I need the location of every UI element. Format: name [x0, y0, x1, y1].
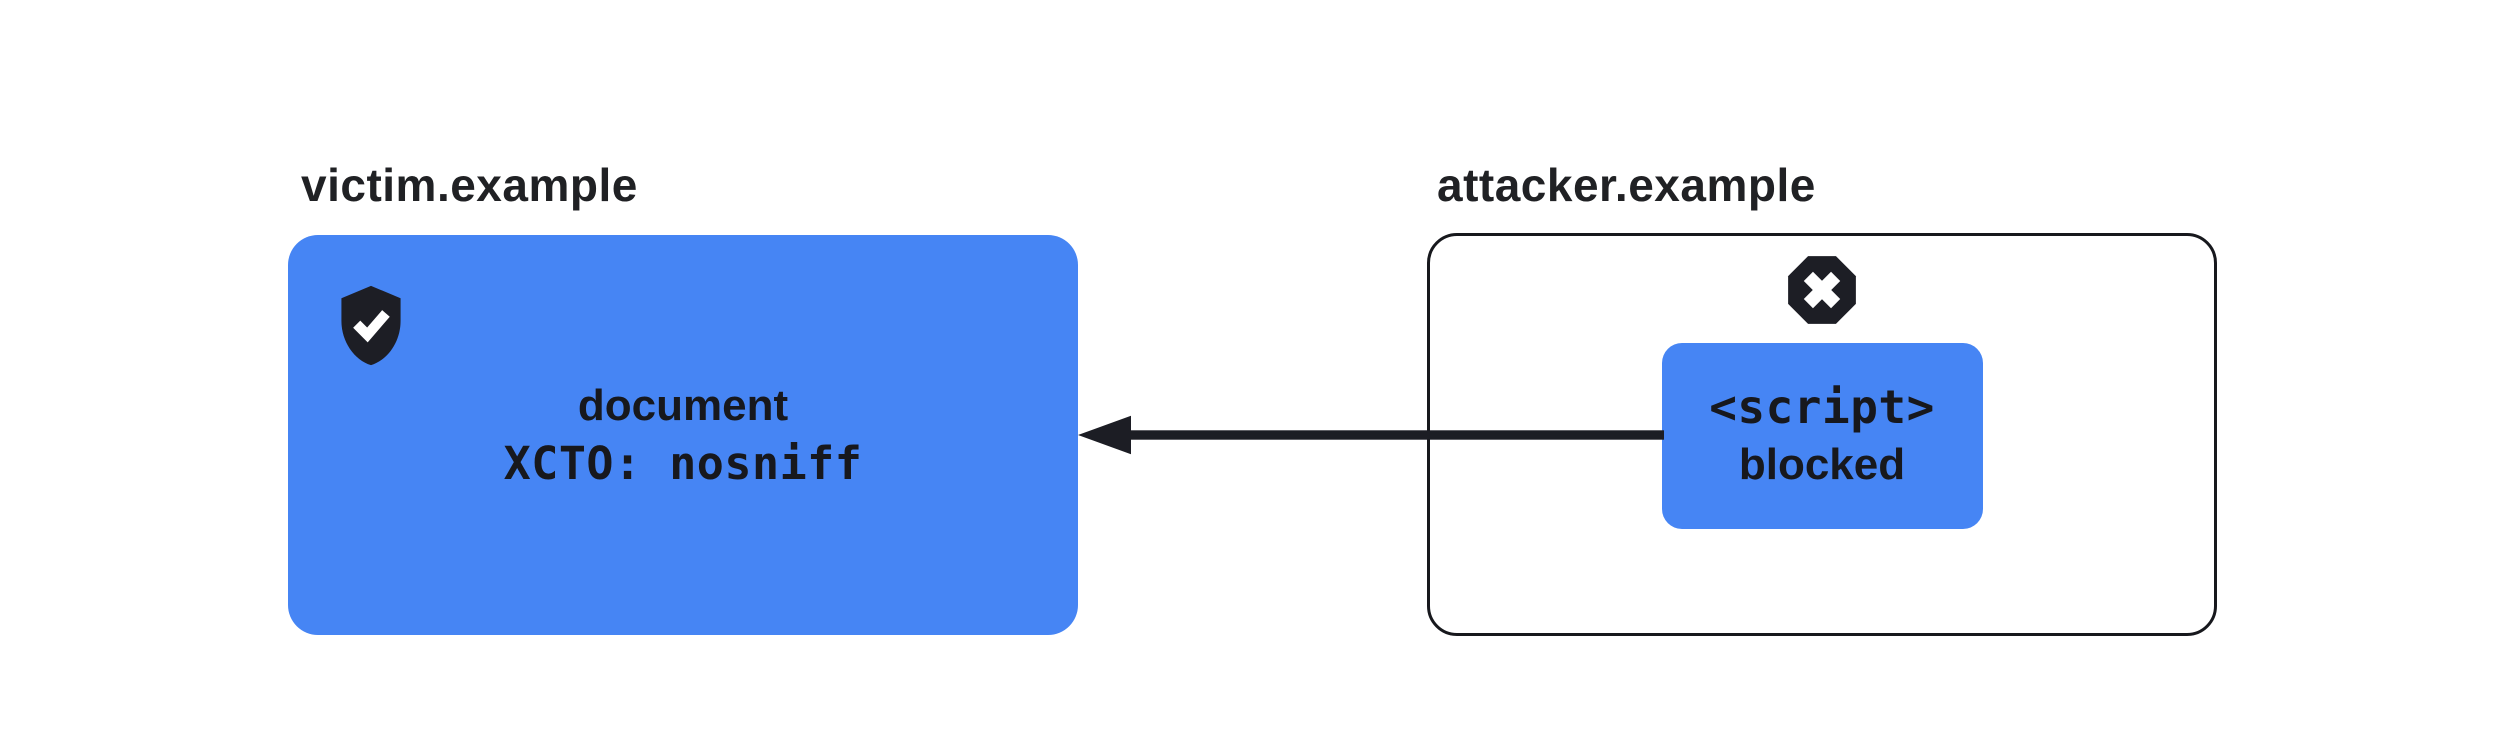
script-blocked-box: <script> blocked — [1661, 343, 1983, 529]
victim-box-line-xcto-nosniff: XCTO: nosniff — [503, 437, 863, 490]
attacker-origin-box: <script> blocked — [1427, 233, 2217, 636]
victim-box-line-document: document — [577, 381, 789, 430]
victim-document-box: document XCTO: nosniff — [288, 235, 1078, 635]
attacker-domain-label: attacker.example — [1437, 159, 1816, 211]
shield-check-icon — [341, 285, 401, 366]
victim-domain-label: victim.example — [301, 159, 638, 211]
request-arrow — [1078, 415, 1664, 455]
blocked-x-icon — [1788, 256, 1856, 324]
script-box-line-script-tag: <script> — [1709, 380, 1935, 434]
script-box-line-blocked: blocked — [1738, 440, 1906, 489]
